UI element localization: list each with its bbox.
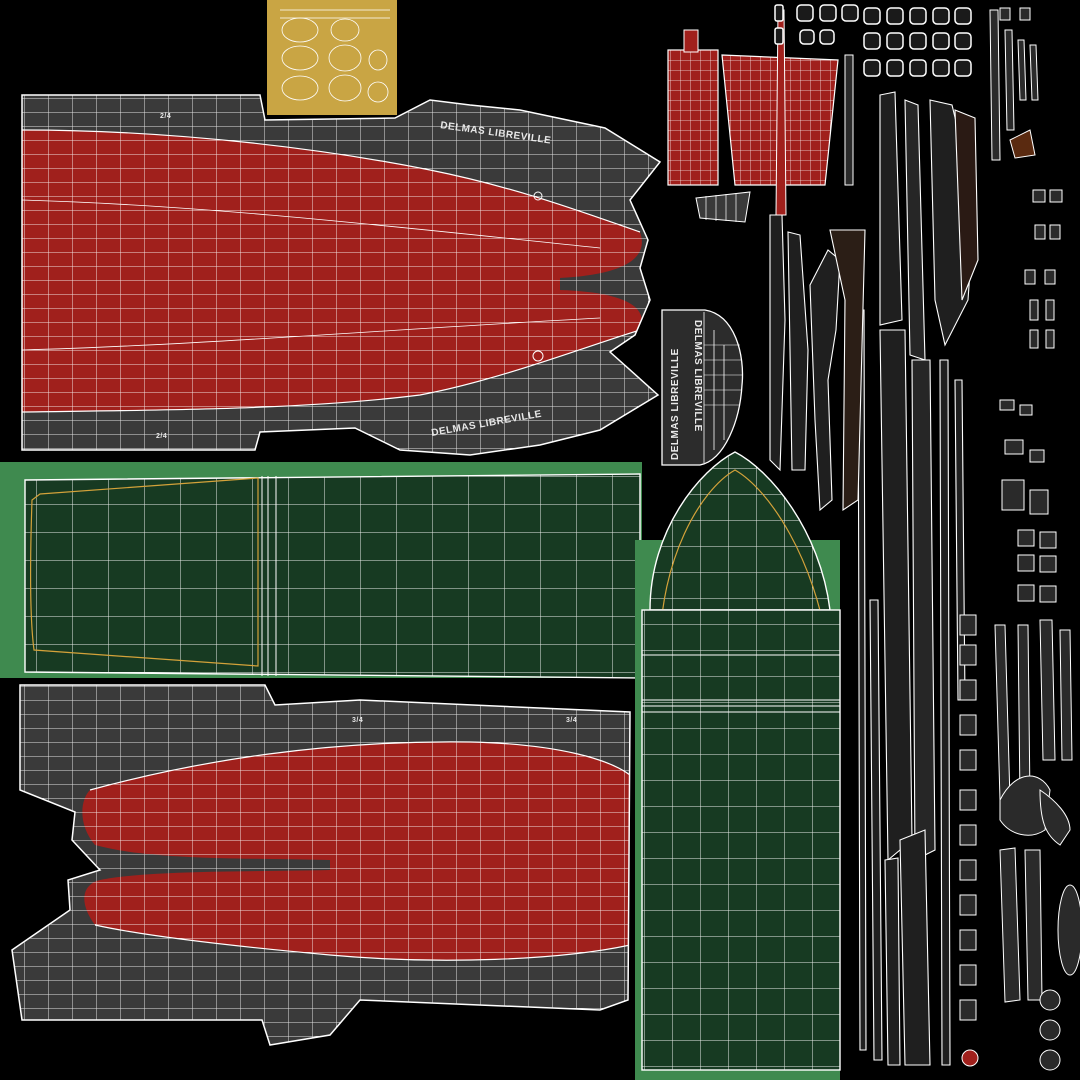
name-board-label-left: DELMAS LIBREVILLE (670, 348, 681, 460)
hull-side-bottom: 3/4 3/4 (11, 684, 631, 1046)
porthole-icon (532, 350, 544, 362)
deck-panel-horizontal (0, 462, 642, 679)
deck-panel-vertical (635, 451, 841, 1080)
small-parts-cluster (959, 7, 1080, 1071)
hull-mark-upper: 2/4 (160, 113, 171, 120)
porthole-icon (533, 191, 543, 201)
hull-strip-parts (769, 91, 979, 1066)
porthole-grid (774, 4, 972, 77)
superstructure-panels (667, 9, 854, 223)
hull-mark-bottom-b: 3/4 (566, 717, 577, 724)
hull-side-top: DELMAS LIBREVILLE DELMAS LIBREVILLE 2/4 … (21, 94, 662, 456)
name-board-label-right: DELMAS LIBREVILLE (692, 320, 703, 432)
name-board-panel: DELMAS LIBREVILLE DELMAS LIBREVILLE (661, 309, 744, 466)
hull-mark-bottom-a: 3/4 (352, 717, 363, 724)
hull-mark-lower: 2/4 (156, 433, 167, 440)
propeller-texture-panel (267, 0, 397, 115)
